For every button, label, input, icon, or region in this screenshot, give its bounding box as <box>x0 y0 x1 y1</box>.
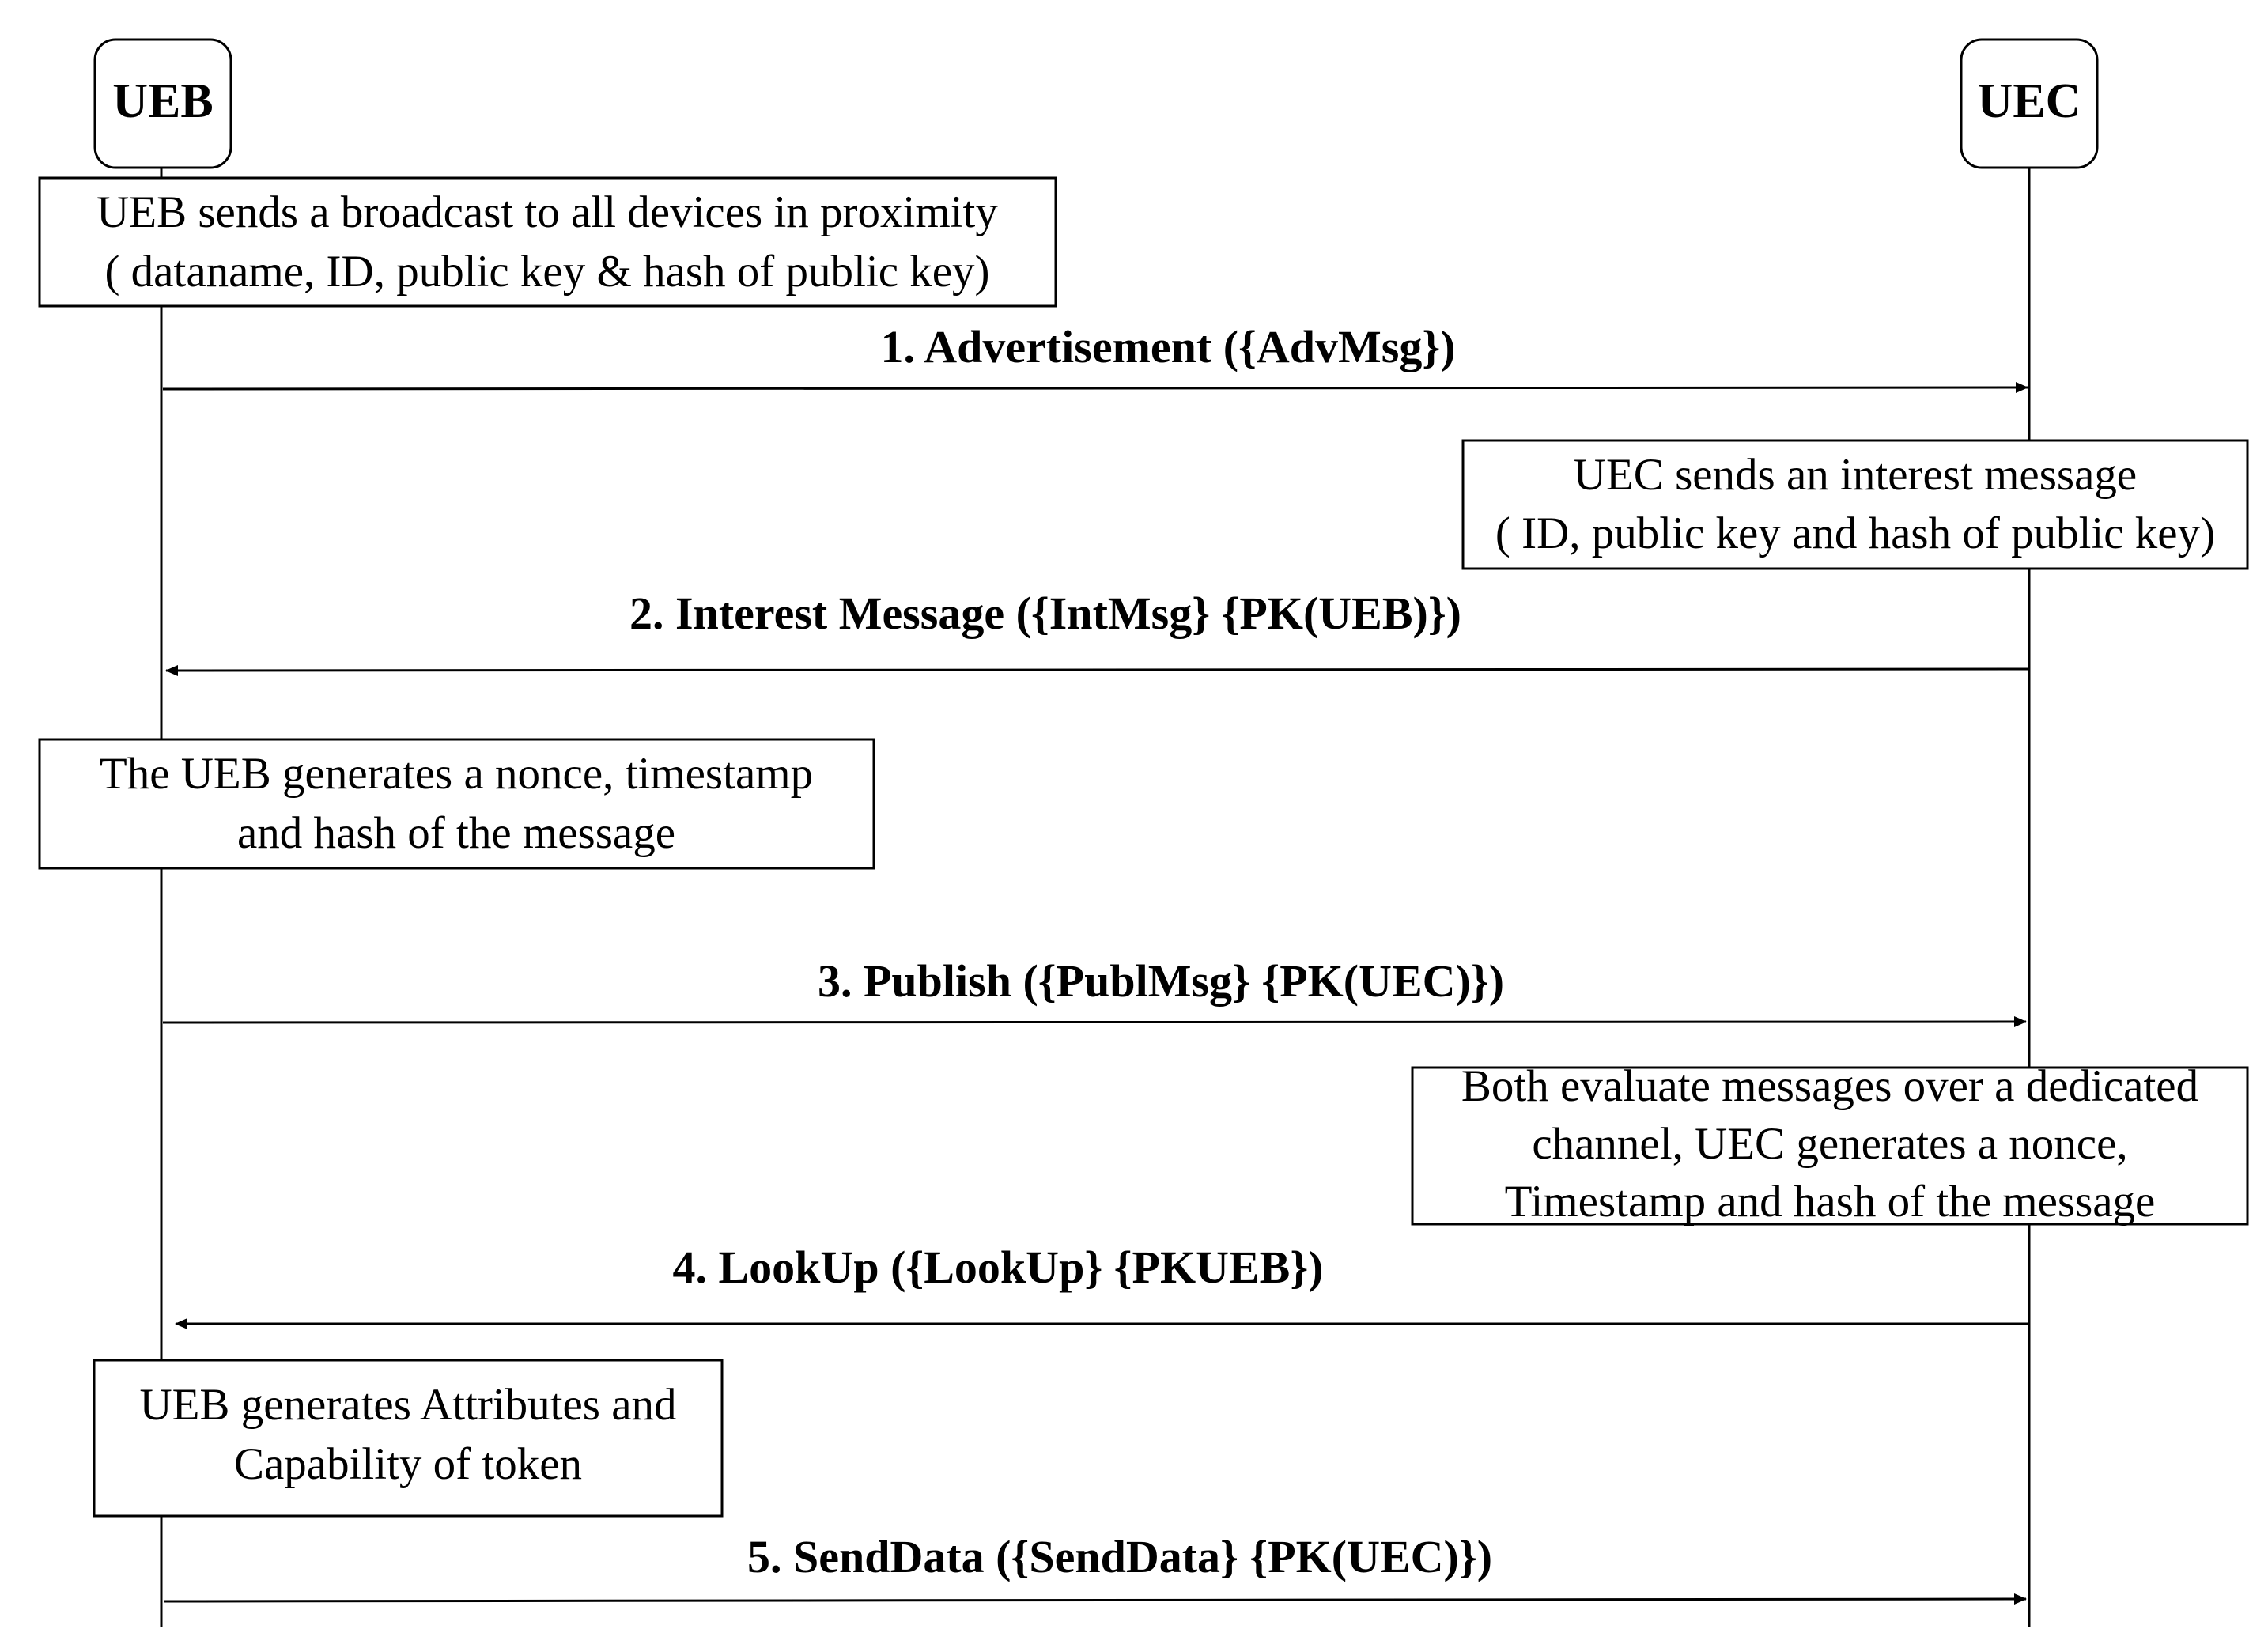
note-interest: UEC sends an interest message ( ID, publ… <box>1461 439 2249 570</box>
message-lookup: 4. LookUp ({LookUp} {PKUEB}) <box>175 1242 2028 1329</box>
message-publish: 3. Publish ({PublMsg} {PK(UEC)}) <box>162 955 2027 1028</box>
message-lookup-label: 4. LookUp ({LookUp} {PKUEB}) <box>672 1242 1323 1293</box>
note-evaluate-line-3: Timestamp and hash of the message <box>1505 1177 2156 1227</box>
note-broadcast-line-1: UEB sends a broadcast to all devices in … <box>96 187 998 237</box>
note-nonce-ueb-line-1: The UEB generates a nonce, timestamp <box>100 749 813 799</box>
note-evaluate-line-1: Both evaluate messages over a dedicated <box>1461 1061 2198 1111</box>
note-interest-line-1: UEC sends an interest message <box>1574 450 2137 500</box>
note-attributes-line-1: UEB generates Attributes and <box>139 1380 676 1430</box>
note-evaluate: Both evaluate messages over a dedicated … <box>1411 1061 2249 1227</box>
note-attributes: UEB generates Attributes and Capability … <box>93 1359 724 1518</box>
note-nonce-ueb-line-2: and hash of the message <box>237 808 675 858</box>
note-attributes-line-2: Capability of token <box>234 1439 582 1489</box>
message-advertisement: 1. Advertisement ({AdvMsg}) <box>162 321 2028 394</box>
note-broadcast-line-2: ( dataname, ID, public key & hash of pub… <box>104 247 989 297</box>
message-publish-label: 3. Publish ({PublMsg} {PK(UEC)}) <box>818 955 1504 1007</box>
message-interest: 2. Interest Message ({IntMsg} {PK(UEB)}) <box>165 588 2028 676</box>
note-broadcast: UEB sends a broadcast to all devices in … <box>38 176 1057 308</box>
message-interest-arrow <box>165 664 2028 676</box>
message-senddata: 5. SendData ({SendData} {PK(UEC)}) <box>164 1531 2027 1605</box>
message-advertisement-label: 1. Advertisement ({AdvMsg}) <box>880 321 1455 372</box>
message-senddata-arrow <box>164 1593 2027 1605</box>
note-evaluate-line-2: channel, UEC generates a nonce, <box>1532 1119 2127 1169</box>
note-interest-line-2: ( ID, public key and hash of public key) <box>1495 508 2215 558</box>
participant-uec-label: UEC <box>1978 74 2081 128</box>
message-interest-label: 2. Interest Message ({IntMsg} {PK(UEB)}) <box>629 588 1461 639</box>
message-advertisement-arrow <box>162 382 2028 394</box>
participant-ueb-label: UEB <box>112 74 213 128</box>
participant-ueb: UEB <box>93 38 232 169</box>
message-senddata-label: 5. SendData ({SendData} {PK(UEC)}) <box>747 1531 1492 1582</box>
participant-uec: UEC <box>1960 38 2099 169</box>
note-nonce-ueb: The UEB generates a nonce, timestamp and… <box>38 738 875 870</box>
